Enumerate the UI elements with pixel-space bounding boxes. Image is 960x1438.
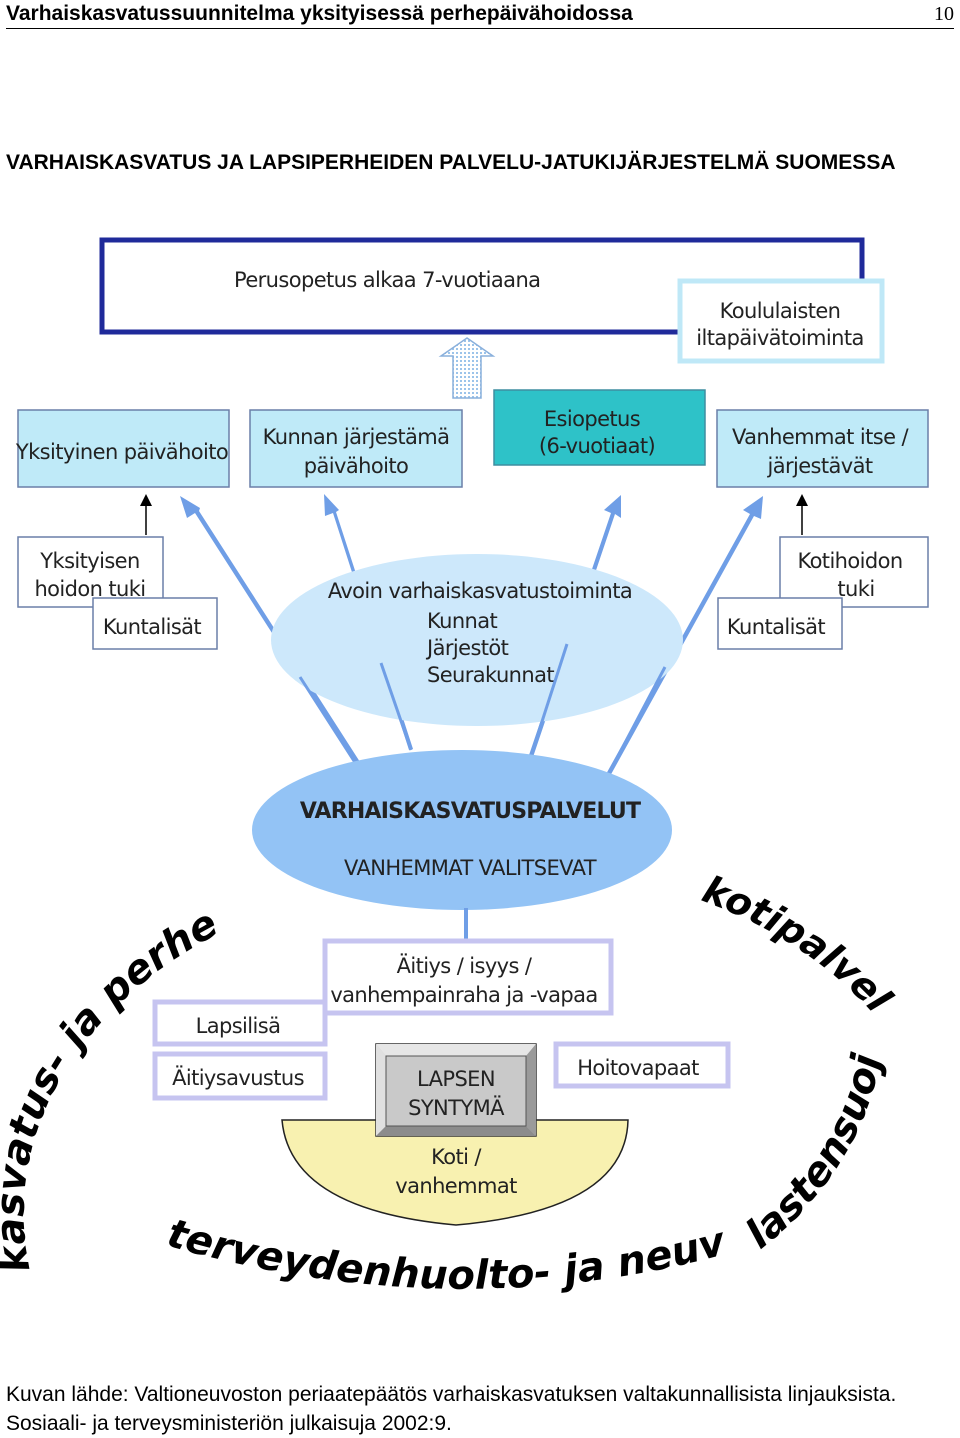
municipal-supplement-right-label: Kuntalisät [727,615,826,639]
open-activities-parishes: Seurakunnat [427,663,554,687]
open-activities-municipalities: Kunnat [427,609,498,633]
page-header: Varhaiskasvatussuunnitelma yksityisessä … [6,0,954,29]
afterschool-label-1: Koululaisten [720,299,841,323]
private-care-support-label-1: Yksityisen [39,549,139,573]
main-title: VARHAISKASVATUS JA LAPSIPERHEIDEN PALVEL… [6,151,896,174]
open-activities-organizations: Järjestöt [425,636,509,660]
arrow-to-private-care [180,496,360,764]
header-title: Varhaiskasvatussuunnitelma yksityisessä … [6,2,633,25]
birth-label-1: LAPSEN [417,1067,495,1091]
services-title: VARHAISKASVATUSPALVELUT [300,799,641,824]
parents-arrange-label-1: Vanhemmat itse / [732,425,909,449]
private-care-label: Yksityinen päivähoito [15,440,228,464]
parents-arrange-box [716,409,929,488]
municipal-care-label-1: Kunnan järjestämä [263,425,450,449]
birth-box [375,1043,537,1137]
private-care-support-label-2: hoidon tuki [34,577,145,601]
parental-leave-label-2: vanhempainraha ja -vapaa [330,983,597,1007]
open-activities-title: Avoin varhaiskasvatustoiminta [328,579,632,603]
arrow-overlays [298,643,667,778]
services-ellipse [252,750,672,910]
parents-arrange-label-2: järjestävät [766,454,872,478]
services-subtitle: VANHEMMAT VALITSEVAT [344,856,597,880]
parental-leave-box [322,938,614,1016]
preschool-label-2: (6-vuotiaat) [539,434,655,458]
municipal-supplement-left-label: Kuntalisät [103,615,202,639]
parental-leave-label-1: Äitiys / isyys / [397,953,533,978]
municipal-care-box [249,409,463,488]
dotted-up-arrow [438,337,496,399]
preschool-box [493,389,706,466]
child-benefit-label: Lapsilisä [196,1014,281,1038]
care-leave-box [553,1041,731,1089]
birth-label-2: SYNTYMÄ [408,1095,505,1120]
home-label-1: Koti / [431,1145,482,1169]
figure-caption: Kuvan lähde: Valtioneuvoston periaatepää… [6,1383,897,1435]
basic-education-label: Perusopetus alkaa 7-vuotiaana [234,268,540,292]
municipal-care-label-2: päivähoito [304,454,408,478]
preschool-label-1: Esiopetus [544,407,640,431]
open-activities-ellipse [271,554,683,726]
afterschool-label-2: iltapäivätoiminta [696,326,864,350]
home-shape [281,1119,629,1226]
maternity-grant-label: Äitiysavustus [172,1065,304,1090]
municipal-supplement-right-box [717,597,843,650]
page-number: 10 [934,3,954,25]
home-care-support-box [779,536,929,608]
home-care-support-label-2: tuki [837,577,874,601]
home-care-support-label-1: Kotihoidon [797,549,902,573]
maternity-grant-box [152,1051,328,1101]
private-care-support-box [17,536,164,608]
home-label-2: vanhemmat [395,1174,517,1198]
afterschool-box [677,278,885,364]
care-leave-label: Hoitovapaat [577,1056,699,1080]
private-care-box [17,409,230,488]
child-benefit-box [152,999,328,1047]
municipal-supplement-left-box [92,597,218,650]
